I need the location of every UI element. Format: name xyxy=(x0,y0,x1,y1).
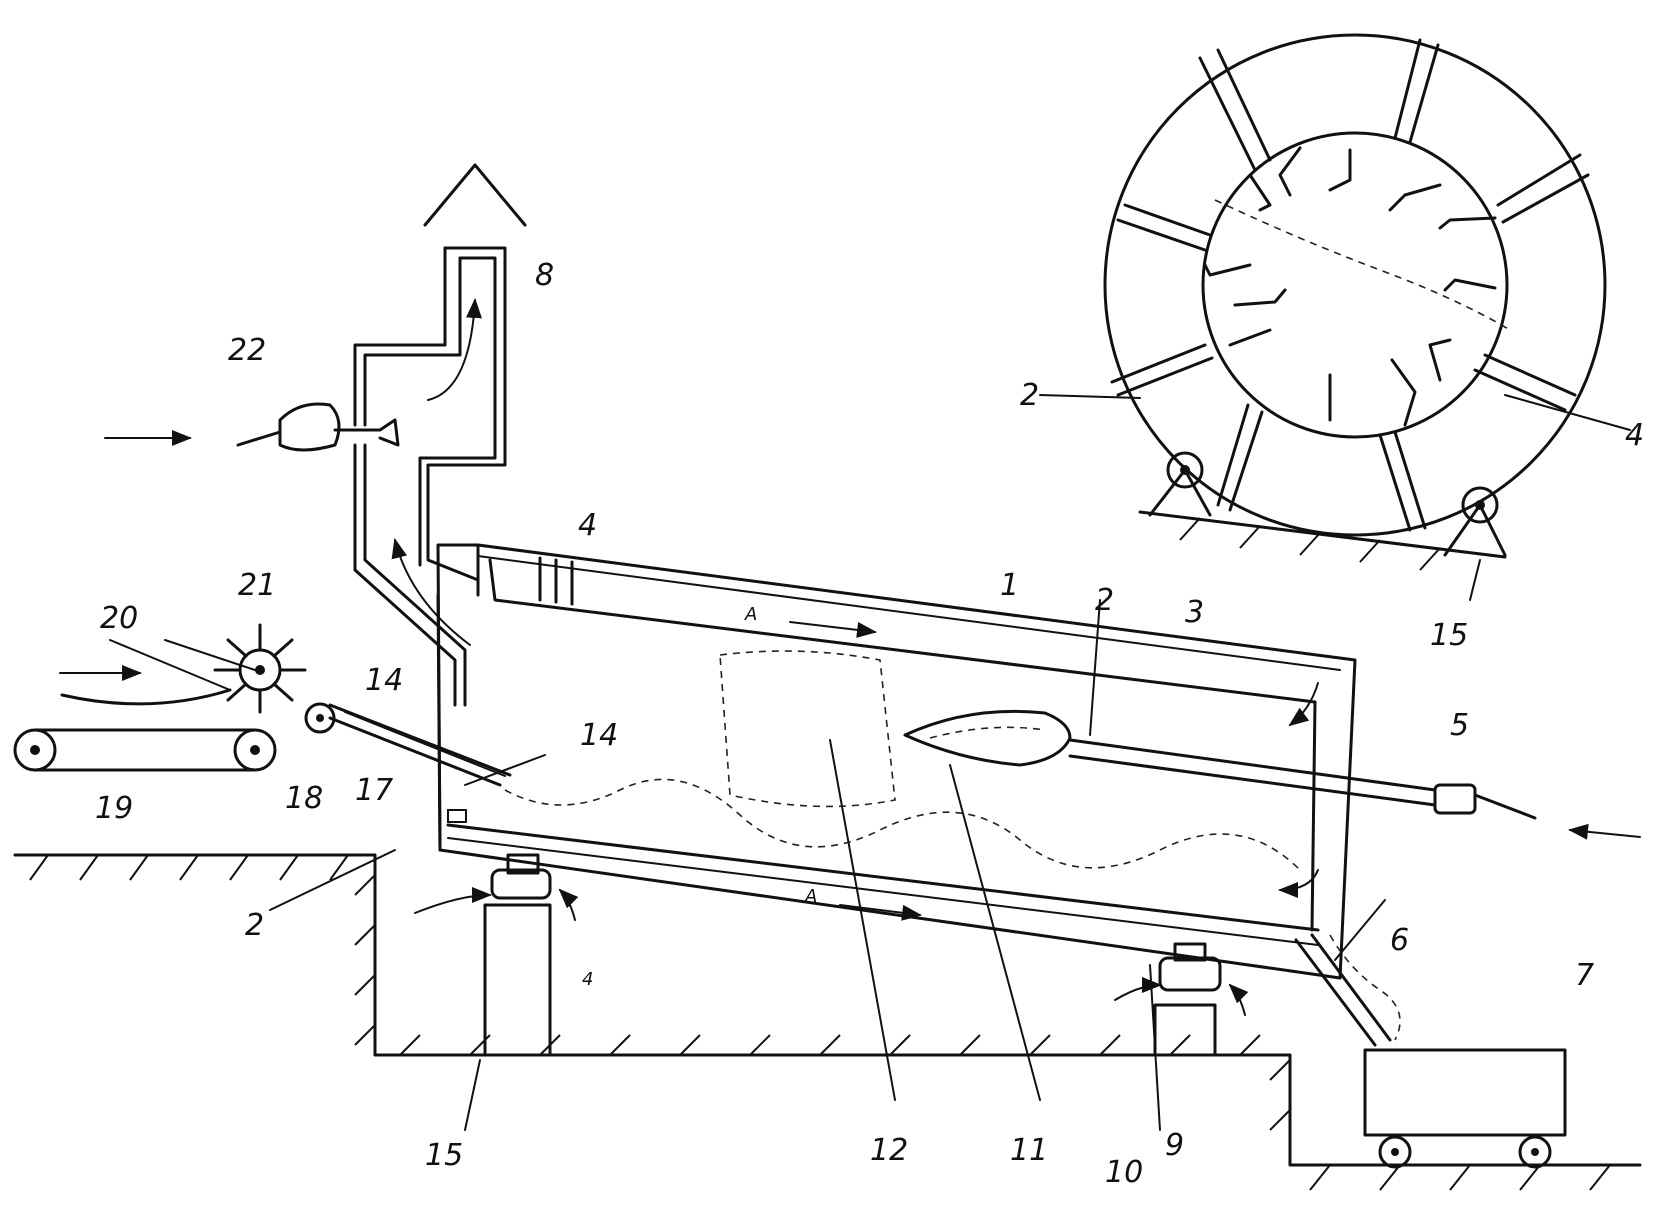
feed-rotor xyxy=(213,623,307,714)
label-19: 19 xyxy=(95,791,133,826)
label-15-support: 15 xyxy=(425,1138,463,1173)
label-21: 21 xyxy=(238,568,276,603)
label-15-end-view: 15 xyxy=(1430,618,1468,653)
feed-chute xyxy=(304,702,512,787)
label-2-drum: 2 xyxy=(1095,583,1114,618)
label-8: 8 xyxy=(535,258,554,293)
flow-label-a-bottom: A xyxy=(804,886,817,907)
label-3: 3 xyxy=(1185,595,1204,630)
label-2-ground: 2 xyxy=(245,908,264,943)
callout-labels: 1 2 2 2 3 4 4 4 5 6 7 8 9 10 11 12 14 14… xyxy=(95,258,1644,1190)
label-11: 11 xyxy=(1010,1133,1048,1168)
drum-body xyxy=(436,543,1357,980)
support-left xyxy=(483,853,552,1057)
discharge-chute xyxy=(1294,933,1401,1047)
label-4-end-view: 4 xyxy=(1625,418,1644,453)
support-right xyxy=(1153,942,1222,1057)
label-12: 12 xyxy=(870,1133,908,1168)
feed-conveyor xyxy=(13,665,277,772)
ash-cart xyxy=(1363,1048,1567,1169)
leader-lines xyxy=(109,394,1631,1131)
label-17: 17 xyxy=(355,773,393,808)
flow-label-a-top: A xyxy=(744,604,757,625)
label-2-end-view: 2 xyxy=(1020,378,1039,413)
afterburner xyxy=(104,402,400,452)
label-22: 22 xyxy=(228,333,266,368)
label-7: 7 xyxy=(1575,958,1594,993)
drum-end-view xyxy=(1103,33,1607,571)
label-4-roller: 4 xyxy=(582,969,593,990)
label-5: 5 xyxy=(1450,708,1469,743)
label-6: 6 xyxy=(1390,923,1409,958)
label-14-inlet: 14 xyxy=(580,718,618,753)
label-18: 18 xyxy=(285,781,323,816)
label-20: 20 xyxy=(100,601,138,636)
label-4-drum: 4 xyxy=(578,508,597,543)
burner-assembly xyxy=(903,709,1641,840)
flow-arrows: A A xyxy=(414,604,1319,1016)
exhaust-stack xyxy=(353,163,527,707)
label-9: 9 xyxy=(1165,1128,1184,1163)
label-14-chute: 14 xyxy=(365,663,403,698)
material-bed xyxy=(504,650,1301,871)
label-10: 10 xyxy=(1105,1155,1143,1190)
label-1: 1 xyxy=(1000,568,1019,603)
